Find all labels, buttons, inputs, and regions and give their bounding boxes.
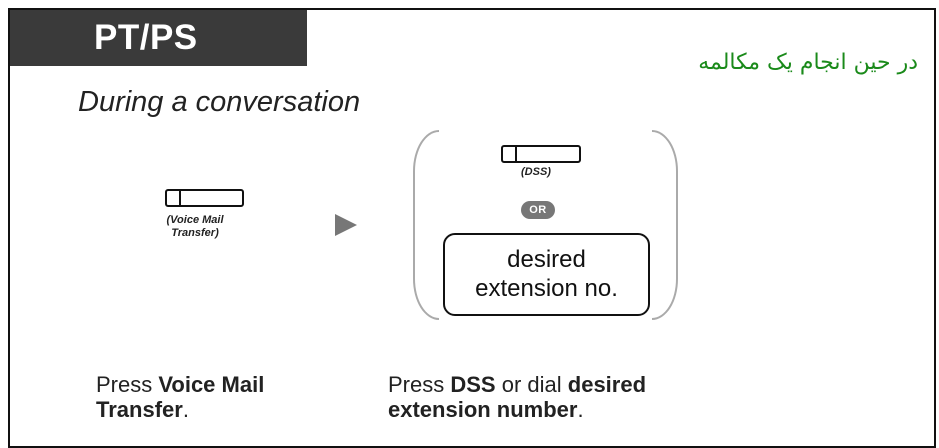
step-1-suffix: .	[182, 397, 189, 422]
device-type-header: PT/PS	[10, 10, 307, 66]
step-1-bold-2: Transfer	[96, 397, 183, 422]
translation-note: در حین انجام یک مکالمه	[698, 50, 918, 75]
step-2-description: Press DSS or dial desired extension numb…	[388, 372, 768, 422]
ext-box-line-2: extension no.	[475, 275, 618, 302]
right-parenthesis-icon	[652, 130, 678, 320]
instruction-frame	[8, 8, 936, 448]
caption-line-1: (Voice Mail	[166, 214, 224, 226]
step-1-prefix: Press	[96, 372, 159, 397]
step-1-bold-1: Voice Mail	[158, 372, 265, 397]
left-parenthesis-icon	[413, 130, 439, 320]
step-2-bold-2: desired	[567, 372, 647, 397]
ext-box-line-1: desired	[507, 246, 586, 273]
section-title: During a conversation	[78, 86, 361, 118]
desired-extension-box: desired extension no.	[443, 233, 650, 316]
dss-key-icon	[501, 145, 581, 163]
step-1-description: Press Voice Mail Transfer.	[96, 372, 356, 422]
caption-line-2: Transfer)	[171, 227, 219, 239]
step-2-suffix: .	[577, 397, 584, 422]
dss-caption: (DSS)	[521, 166, 551, 178]
voice-mail-transfer-caption: (Voice Mail Transfer)	[150, 214, 240, 240]
next-step-arrow-icon	[335, 214, 357, 236]
voice-mail-transfer-key-icon	[165, 189, 244, 207]
step-2-bold-3: extension number	[388, 397, 578, 422]
step-2-prefix: Press	[388, 372, 451, 397]
step-2-middle: or dial	[495, 372, 568, 397]
step-2-bold-1: DSS	[450, 372, 496, 397]
or-badge: OR	[521, 201, 555, 219]
